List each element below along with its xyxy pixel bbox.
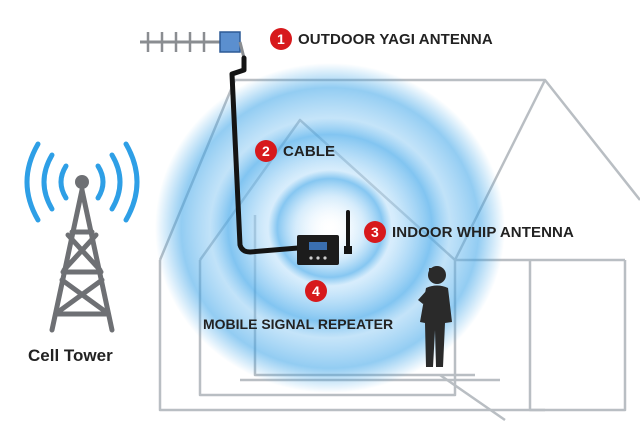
callout-label: OUTDOOR YAGI ANTENNA xyxy=(298,30,493,48)
repeater-unit xyxy=(297,235,339,265)
house-right-wall xyxy=(528,260,627,412)
wave-left-1 xyxy=(58,163,69,201)
signal-rings xyxy=(155,63,505,393)
callout-indoor-whip: 3 INDOOR WHIP ANTENNA xyxy=(364,221,574,243)
callout-label: INDOOR WHIP ANTENNA xyxy=(392,223,574,241)
tower-waves xyxy=(24,141,140,223)
house-left-wall xyxy=(158,260,545,412)
tower-label: Cell Tower xyxy=(28,346,113,365)
number-badge: 3 xyxy=(364,221,386,243)
house-floor-perspective xyxy=(439,373,506,422)
wave-right-3 xyxy=(123,141,140,223)
tower-left-leg xyxy=(49,187,85,333)
wave-right-2 xyxy=(109,152,123,212)
coax-cable xyxy=(229,55,301,255)
tower-cross-1 xyxy=(65,232,103,273)
callout-cable: 2 CABLE xyxy=(255,140,335,162)
wave-left-2 xyxy=(41,152,55,212)
tower-right-leg xyxy=(79,187,115,333)
yagi-mount-box xyxy=(219,31,241,53)
tower-cross-4 xyxy=(55,277,105,315)
number-badge: 4 xyxy=(305,280,327,302)
whip-antenna xyxy=(344,210,352,254)
yagi-antenna xyxy=(140,31,246,59)
cell-tower xyxy=(49,175,115,333)
callout-label: CABLE xyxy=(283,142,336,160)
repeater-label: MOBILE SIGNAL REPEATER xyxy=(203,316,394,332)
callout-repeater-number: 4 xyxy=(305,280,327,302)
tower-top xyxy=(75,175,89,189)
wave-left-3 xyxy=(24,141,41,223)
tower-cross-2 xyxy=(61,232,99,273)
number-badge: 2 xyxy=(255,140,277,162)
repeater-screen xyxy=(309,242,327,250)
number-badge: 1 xyxy=(270,28,292,50)
person-silhouette xyxy=(418,266,452,367)
wave-right-1 xyxy=(95,163,106,201)
callout-outdoor-yagi: 1 OUTDOOR YAGI ANTENNA xyxy=(270,28,493,50)
